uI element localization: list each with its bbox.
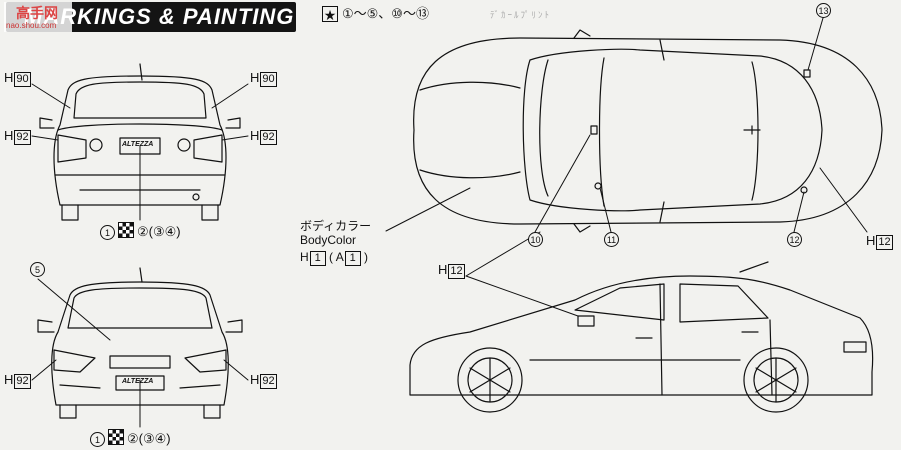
ref-5: 5 (30, 262, 45, 277)
front-view-car (37, 267, 243, 419)
body-color-en: BodyColor (300, 233, 357, 247)
header-decal-refs: ①～⑤、⑩～⑬ (342, 6, 429, 21)
ref-1-rear: 1 (100, 225, 115, 240)
star-icon: ★ (322, 6, 338, 23)
side-view-car (409, 261, 874, 413)
ref-12: 12 (787, 232, 802, 247)
checker-icon (108, 429, 124, 445)
ref-10: 10 (528, 232, 543, 247)
watermark-url: nao.shou.com (6, 21, 57, 30)
rear-plate-text: ALTEZZA (122, 141, 154, 148)
checker-icon (118, 222, 134, 238)
ref-13: 13 (816, 3, 831, 18)
body-color-jp: ボディカラー (300, 219, 372, 233)
leader-lines (31, 17, 868, 428)
ref-11: 11 (604, 232, 619, 247)
rear-view-car (39, 63, 241, 221)
watermark: 高手网 nao.shou.com (4, 2, 72, 32)
faint-text: ﾃﾞｶｰﾙﾌﾟﾘﾝﾄ (490, 10, 552, 20)
ref-1-front: 1 (90, 432, 105, 447)
top-view-car (413, 29, 883, 233)
watermark-logo: 高手网 (16, 5, 58, 21)
front-plate-text: ALTEZZA (122, 378, 154, 385)
